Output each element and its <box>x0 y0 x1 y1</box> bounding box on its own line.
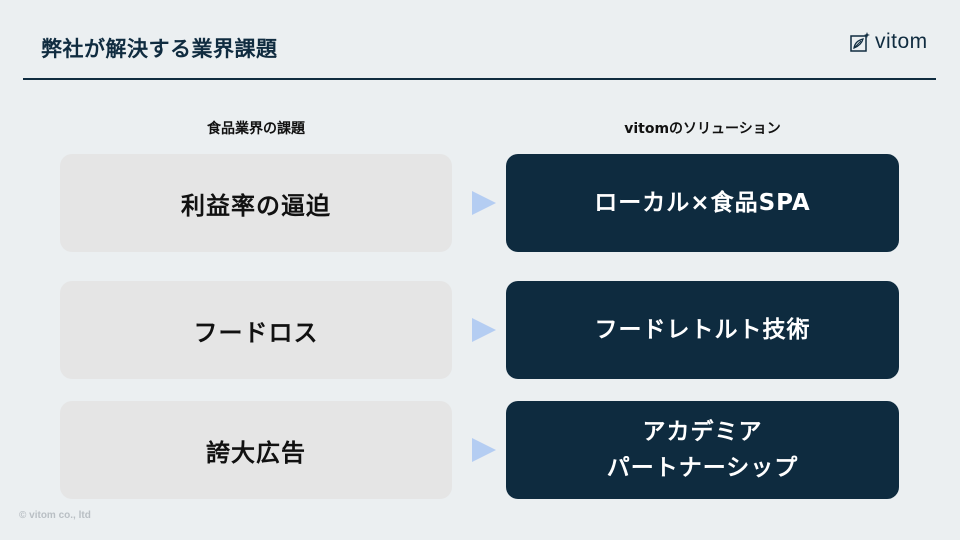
problem-card: フードロス <box>60 281 452 379</box>
issue-row: 利益率の逼迫 ローカル×食品SPA <box>0 154 960 252</box>
solution-line: アカデミア <box>642 419 763 445</box>
triangle-right-icon <box>472 318 496 342</box>
issue-row: フードロス フードレトルト技術 <box>0 281 960 379</box>
problem-card: 利益率の逼迫 <box>60 154 452 252</box>
logo: vitom <box>849 30 928 54</box>
solution-line: パートナーシップ <box>606 455 799 481</box>
problem-card: 誇大広告 <box>60 401 452 499</box>
copyright: © vitom co., ltd <box>19 510 91 521</box>
solution-card: ローカル×食品SPA <box>506 154 899 252</box>
solution-card: アカデミア パートナーシップ <box>506 401 899 499</box>
issue-row: 誇大広告 アカデミア パートナーシップ <box>0 401 960 499</box>
leaf-frame-icon <box>850 32 870 52</box>
problems-column-heading: 食品業界の課題 <box>207 121 305 137</box>
page-title: 弊社が解決する業界課題 <box>41 37 278 61</box>
header-divider <box>23 78 936 80</box>
triangle-right-icon <box>472 191 496 215</box>
solution-line: フードレトルト技術 <box>594 317 811 343</box>
triangle-right-icon <box>472 438 496 462</box>
logo-text: vitom <box>875 30 928 53</box>
solution-line: ローカル×食品SPA <box>594 190 811 216</box>
solutions-column-heading: vitomのソリューション <box>624 121 781 137</box>
solution-card: フードレトルト技術 <box>506 281 899 379</box>
